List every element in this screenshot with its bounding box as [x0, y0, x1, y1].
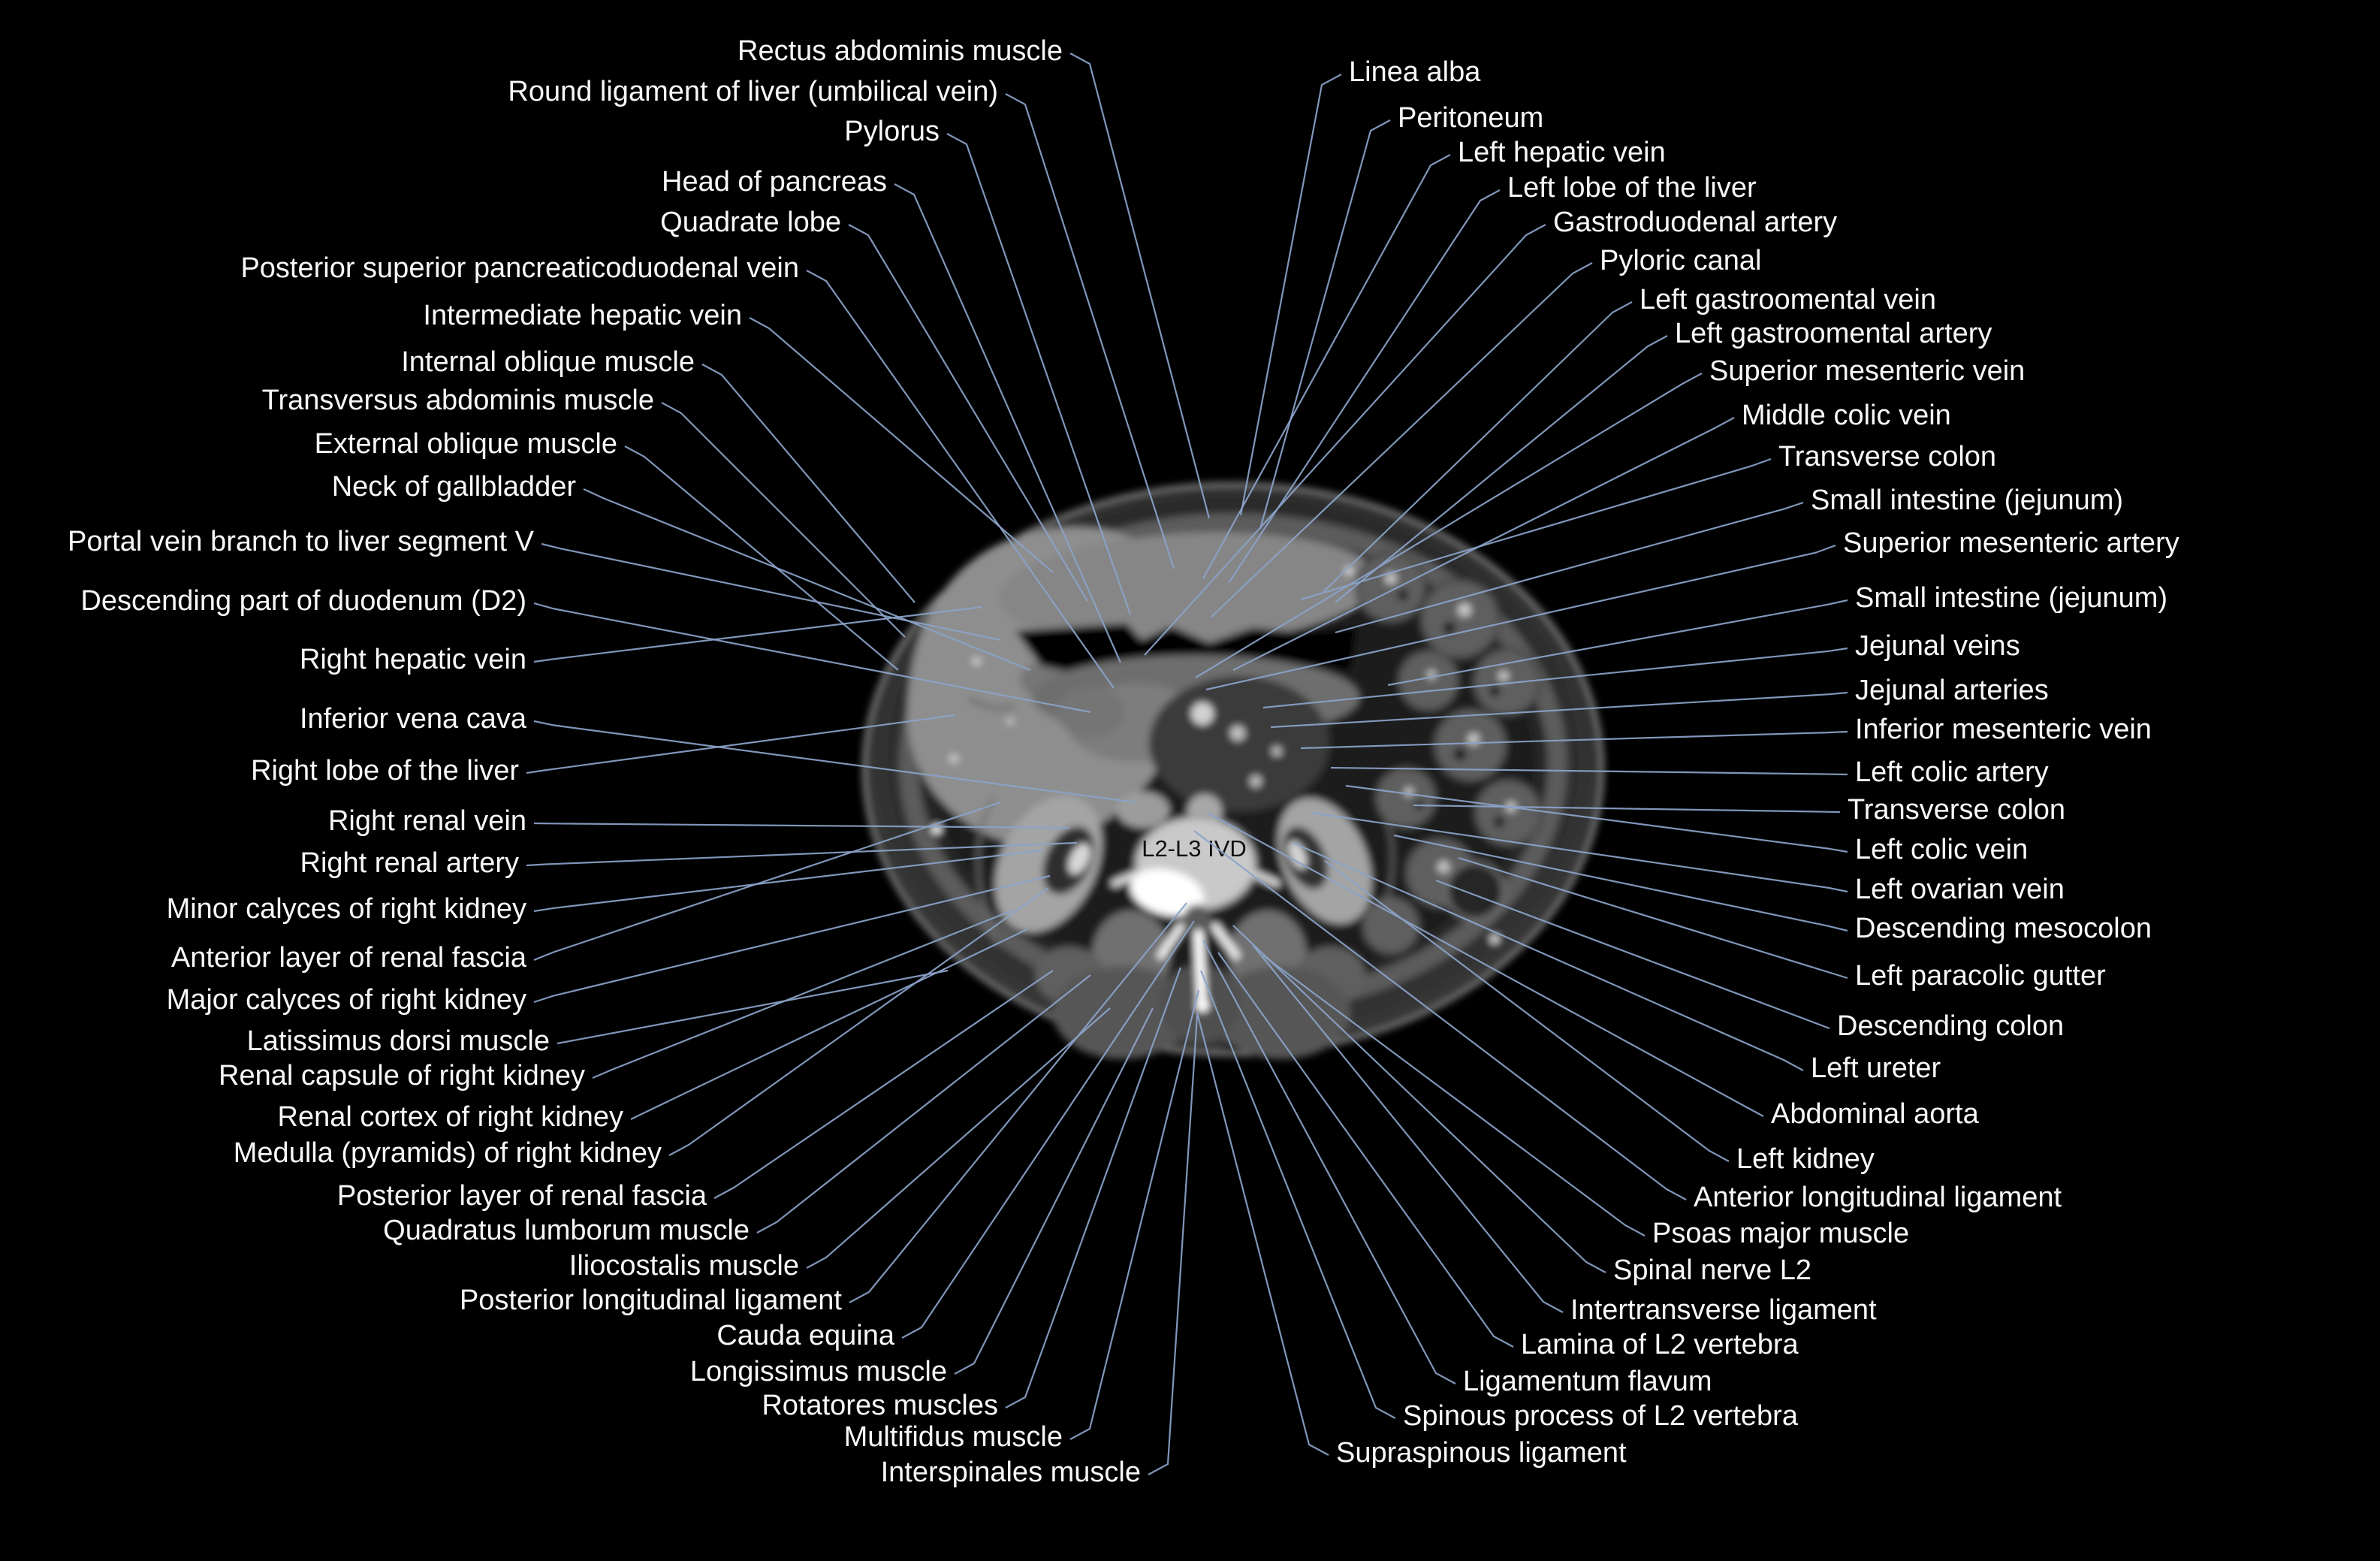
- leader-line: [1262, 955, 1645, 1236]
- leader-line: [1335, 335, 1668, 603]
- leader-line: [1232, 417, 1735, 671]
- leader-line: [1458, 856, 1848, 980]
- leader-line: [848, 224, 1088, 602]
- leader-line: [1228, 189, 1501, 584]
- leader-line: [583, 488, 1031, 672]
- leader-line: [1193, 830, 1687, 1200]
- leader-line: [1293, 841, 1804, 1071]
- leader-line: [1335, 501, 1804, 634]
- leader-line: [1252, 944, 1564, 1313]
- leader-line: [806, 1007, 1111, 1269]
- leader-line: [533, 720, 1136, 804]
- leader-line: [624, 445, 899, 671]
- leader-line: [1199, 970, 1396, 1419]
- leader-line: [1239, 74, 1342, 516]
- leader-line: [1148, 1015, 1199, 1475]
- leader-line: [1330, 766, 1848, 776]
- leader-line: [749, 317, 1054, 573]
- leader-line: [1232, 925, 1606, 1273]
- leader-line: [756, 974, 1091, 1233]
- leader-line: [1259, 119, 1391, 530]
- leader-line: [901, 920, 1195, 1339]
- leader-line: [541, 542, 1001, 642]
- leader-line: [1210, 262, 1593, 618]
- leader-line: [533, 605, 983, 663]
- leader-line: [1005, 93, 1175, 569]
- leader-line: [526, 714, 956, 774]
- leader-line: [526, 841, 1078, 867]
- leader-line: [592, 909, 1013, 1079]
- leader-line: [1196, 1012, 1329, 1456]
- leader-line: [533, 822, 1070, 829]
- leader-line: [1207, 812, 1764, 1117]
- leader-line: [630, 928, 1028, 1120]
- leader-line: [533, 602, 1091, 714]
- leader-line: [849, 902, 1187, 1303]
- leader-line: [661, 402, 906, 638]
- leader-line: [1262, 647, 1848, 709]
- ct-body-group: [862, 482, 1604, 1059]
- leader-line: [894, 183, 1122, 663]
- leader-line: [557, 969, 949, 1045]
- leader-line: [1324, 860, 1730, 1162]
- leader-line: [1323, 301, 1633, 593]
- leader-line: [533, 849, 1043, 913]
- leader-line: [1300, 457, 1772, 601]
- leader-line: [1069, 989, 1200, 1440]
- leader-line: [1345, 784, 1848, 853]
- leader-line: [1205, 544, 1836, 691]
- leader-line: [1202, 940, 1456, 1384]
- leader-line: [946, 133, 1132, 615]
- leader-line: [1413, 804, 1841, 814]
- leader-line: [713, 970, 1054, 1199]
- leader-line: [954, 1007, 1154, 1375]
- leader-line: [668, 887, 1049, 1156]
- leader-line: [533, 801, 1001, 962]
- leader-line: [1387, 599, 1848, 687]
- leader-line: [806, 270, 1115, 689]
- leader-line: [701, 364, 916, 603]
- leader-line: [1005, 967, 1182, 1409]
- leader-line: [1144, 224, 1546, 656]
- leader-line: [1069, 53, 1211, 519]
- leader-line: [1300, 730, 1848, 750]
- leader-line: [1202, 154, 1451, 579]
- leader-line: [1270, 691, 1848, 729]
- leader-line: [1217, 952, 1514, 1348]
- leader-line: [1393, 834, 1848, 932]
- leader-line: [533, 874, 1051, 1004]
- leader-line: [1311, 811, 1848, 893]
- leader-line: [1195, 373, 1703, 678]
- leader-line: [1435, 879, 1830, 1030]
